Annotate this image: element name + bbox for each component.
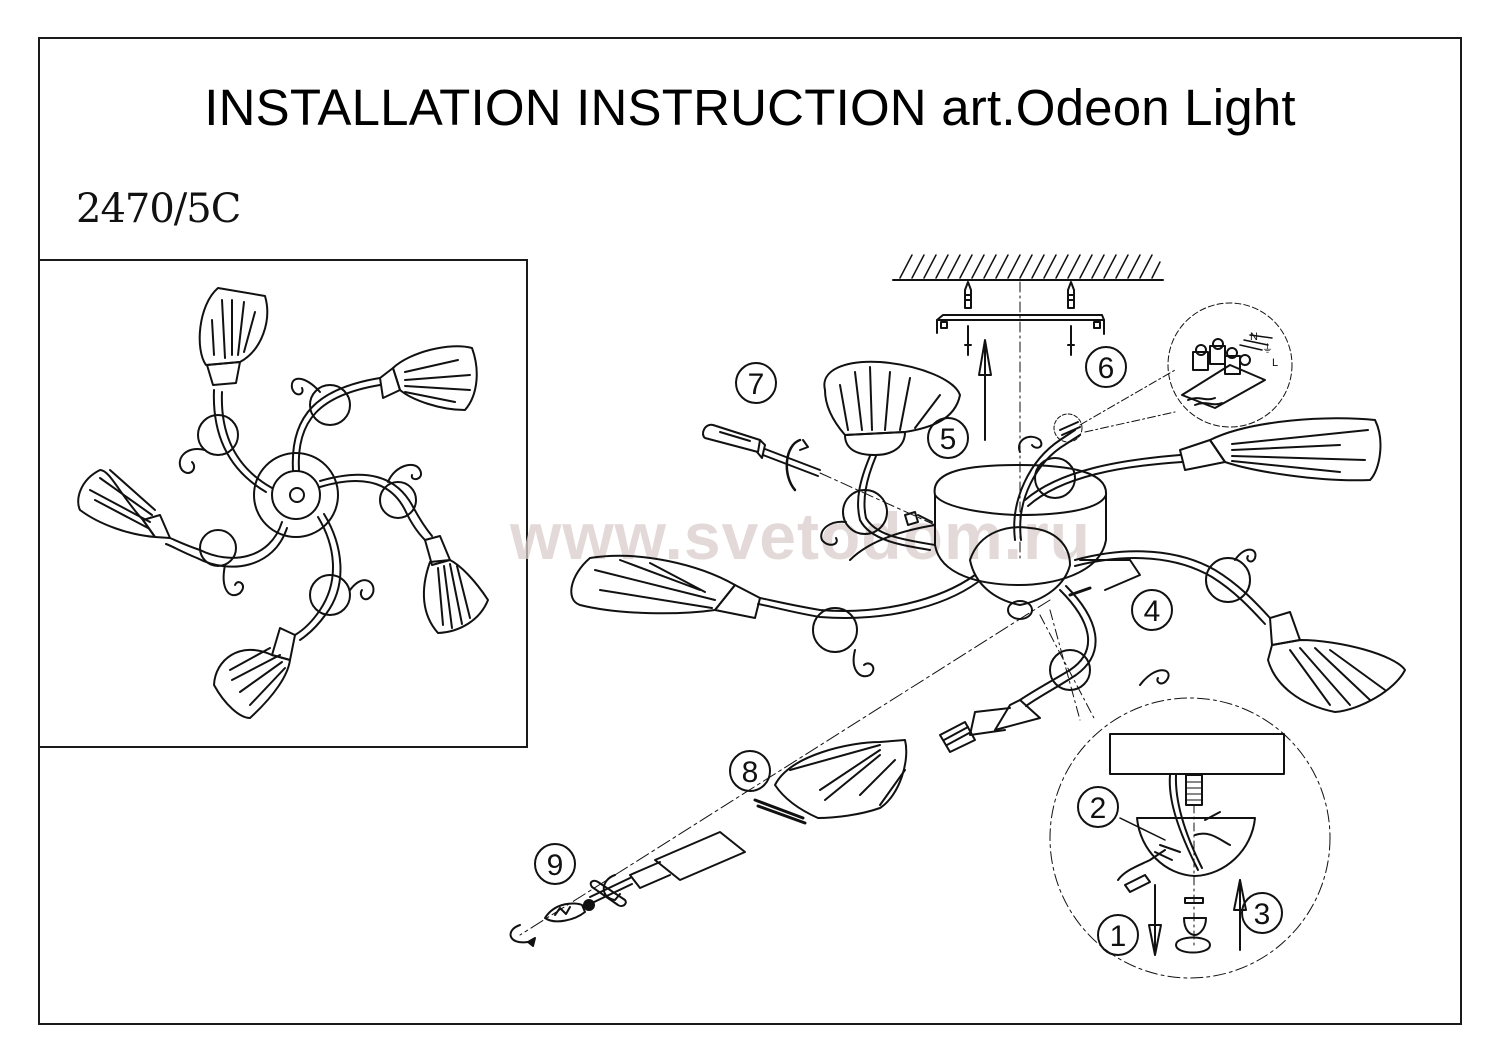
overview-chandelier (77, 287, 489, 719)
candle-bulb (509, 899, 595, 947)
canopy-plate (253, 452, 339, 538)
arm-screw (1068, 586, 1092, 597)
step-7-circle (735, 362, 777, 404)
screwdriver (702, 423, 936, 526)
step-7-label: 7 (748, 368, 765, 401)
overview-shade-4 (213, 627, 296, 719)
step-8-circle (729, 750, 771, 792)
step-1-circle (1097, 914, 1139, 956)
retaining-ring (589, 874, 627, 908)
overview-arm-2 (290, 345, 478, 472)
shade-left (570, 524, 979, 678)
overview-arm-1 (178, 287, 273, 493)
threaded-sleeve (939, 721, 976, 753)
overview-shade-3 (422, 535, 489, 634)
canopy-center (271, 470, 321, 520)
step-5-circle (927, 417, 969, 459)
watermark: www.svetodom.ru (510, 499, 1091, 573)
overview-arm-3 (319, 463, 489, 634)
step-4-circle (1131, 589, 1173, 631)
step-markers (534, 346, 1283, 956)
canopy-cap-detail (1049, 697, 1331, 979)
step-5-label: 5 (940, 423, 957, 456)
overview-figure-frame (38, 259, 528, 748)
overview-shade-5 (77, 469, 171, 539)
step-2-circle (1077, 786, 1119, 828)
step-6-label: 6 (1098, 352, 1115, 385)
step-3-circle (1241, 892, 1283, 934)
step-6-circle (1085, 346, 1127, 388)
step-8-label: 8 (742, 756, 759, 789)
step-4-label: 4 (1144, 595, 1161, 628)
terminal-label-l: L (1272, 357, 1278, 369)
shade-right-bottom (1074, 548, 1406, 713)
step-2-label: 2 (1090, 792, 1107, 825)
ceiling (892, 254, 1164, 281)
shade-right-top (1013, 417, 1382, 541)
page-title: INSTALLATION INSTRUCTION art.Odeon Light (204, 79, 1296, 136)
center-nut (289, 487, 305, 503)
step-3-label: 3 (1254, 898, 1271, 931)
terminal-label-earth: ⏚ (1262, 342, 1273, 355)
step-9-label: 9 (547, 849, 564, 882)
mounting-bracket (936, 281, 1105, 356)
assembly-axis (519, 599, 1051, 936)
overview-arm-4 (213, 513, 375, 719)
shade-bottom-arm (969, 585, 1170, 736)
lamp-socket (589, 831, 746, 904)
lift-arrow (978, 339, 992, 441)
terminal-block-detail (1053, 302, 1293, 443)
page-border (38, 37, 1462, 1025)
shade-top (820, 360, 961, 551)
step-9-circle (534, 843, 576, 885)
overview-shade-1 (198, 287, 269, 386)
overview-shade-2 (379, 345, 478, 411)
shade-8 (753, 739, 908, 825)
terminal-label-n: N (1250, 331, 1258, 343)
model-number: 2470/5C (76, 186, 241, 232)
step-1-label: 1 (1110, 920, 1127, 953)
overview-arm-5 (77, 469, 288, 597)
